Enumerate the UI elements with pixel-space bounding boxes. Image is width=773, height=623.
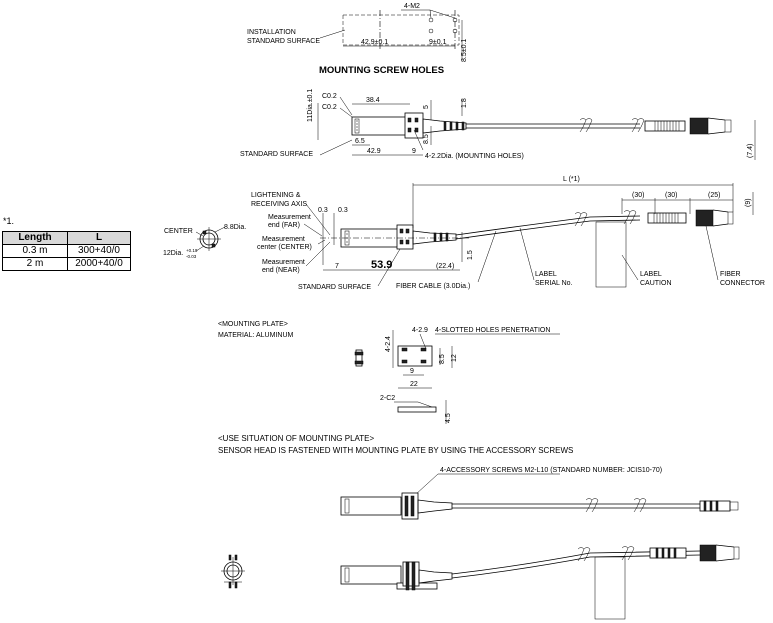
dim-0-3-b: 0.3 [338,207,348,214]
side-view: 11Dia.±0.1 C0.2 C0.2 38.4 5 1.8 8.5 6.5 … [240,89,756,160]
label-caution-2: CAUTION [640,280,672,287]
use-desc: SENSOR HEAD IS FASTENED WITH MOUNTING PL… [218,446,573,455]
dim-7: 7 [335,263,339,270]
near-label-2: end (NEAR) [262,267,300,274]
mounting-screw-holes-view: 4-M2 42.9±0.1 9±0.1 8.5±0.1 INSTALLATION… [247,3,468,76]
near-label-1: Measurement [262,259,305,266]
dim-9-main: (9) [745,198,752,207]
dia-12-tol-upper: +0.10 [186,248,198,253]
dim-6-5: 6.5 [355,138,365,145]
plate-dim-4-2-4: 4-2.4 [385,336,392,352]
fiber-cable-label: FIBER CABLE (3.0Dia.) [396,283,470,290]
installation-label-1: INSTALLATION [247,29,296,36]
dim-30-b: (30) [665,192,677,199]
c02-b: C0.2 [322,104,337,111]
far-label-1: Measurement [268,214,311,221]
dim-11: 11Dia.±0.1 [307,89,314,122]
accessory-screws-label: 4-ACCESSORY SCREWS M2-L10 (STANDARD NUMB… [440,467,662,474]
table-row: 2 m 2000+40/0 [2,257,131,271]
center-label: CENTER [164,228,193,235]
front-view: CENTER 8.8Dia. 12Dia. +0.10 -0.03 [163,224,246,259]
dim-38-4: 38.4 [366,97,380,104]
note-marker: *1. [3,216,15,226]
plate-dim-4-5: 4.5 [445,413,452,423]
dim-22-4: (22.4) [436,263,454,270]
plate-material: MATERIAL: ALUMINUM [218,332,293,339]
c02-a: C0.2 [322,93,337,100]
plate-dim-9: 9 [410,368,414,375]
plate-dim-12: 12 [451,354,458,362]
plate-dim-2-c2: 2-C2 [380,395,395,402]
main-view: 0.3 0.3 LIGHTENING & RECEIVING AXIS Meas… [251,176,765,291]
dim-25: (25) [708,192,720,199]
standard-surface-label: STANDARD SURFACE [240,151,313,158]
dim-7-4: (7.4) [747,144,754,158]
dia-8-8: 8.8Dia. [224,224,246,231]
mounting-holes-label: 4-2.2Dia. (MOUNTING HOLES) [425,153,524,160]
installation-label-2: STANDARD SURFACE [247,38,320,45]
l-header: L [67,231,131,245]
plate-slotted-label: 4-SLOTTED HOLES PENETRATION [435,327,550,334]
use-title: <USE SITUATION OF MOUNTING PLATE> [218,434,374,443]
center-label-1: Measurement [262,236,305,243]
fiber-connector-1: FIBER [720,271,741,278]
mounting-plate-view: <MOUNTING PLATE> MATERIAL: ALUMINUM 4-2.… [218,321,560,424]
center-label-2: center (CENTER) [257,244,312,251]
dim-9: 9 [412,148,416,155]
dim-L: L (*1) [563,176,580,183]
axis-label-2: RECEIVING AXIS [251,201,307,208]
holes-dim-label: 4-M2 [404,3,420,10]
main-connector-ribs [653,213,679,223]
label-serial-1: LABEL [535,271,557,278]
use-situation-view: <USE SITUATION OF MOUNTING PLATE> SENSOR… [218,434,740,620]
dim-8-5: 8.5 [423,134,430,144]
l-cell: 2000+40/0 [67,257,131,271]
plate-dim-22: 22 [410,381,418,388]
dim-9: 9±0.1 [429,39,447,46]
axis-label-1: LIGHTENING & [251,192,301,199]
plate-title: <MOUNTING PLATE> [218,321,288,328]
dia-12-tol-lower: -0.03 [186,254,197,259]
dim-1-8: 1.8 [461,98,468,108]
dim-30-a: (30) [632,192,644,199]
label-serial-2: SERIAL No. [535,280,573,287]
length-table: Length L 0.3 m 300+40/0 2 m 2000+40/0 [2,231,131,271]
connector-ribs [654,121,680,131]
length-header: Length [2,231,68,245]
plate-dim-8-5: 8.5 [439,354,446,364]
dim-42-9: 42.9±0.1 [361,39,388,46]
label-caution-1: LABEL [640,271,662,278]
main-standard-surface-label: STANDARD SURFACE [298,284,371,291]
plate-dim-4-2-9: 4-2.9 [412,327,428,334]
dim-0-3-a: 0.3 [318,207,328,214]
mounting-screw-holes-title: MOUNTING SCREW HOLES [319,65,444,76]
dim-42-9: 42.9 [367,148,381,155]
dim-53-9: 53.9 [371,259,392,271]
fiber-connector-2: CONNECTOR [720,280,765,287]
dim-5: 5 [423,105,430,109]
dim-8-5: 8.5±0.1 [461,39,468,62]
dia-12: 12Dia. [163,250,183,257]
far-label-2: end (FAR) [268,222,300,229]
dim-1-5: 1.5 [467,250,474,260]
